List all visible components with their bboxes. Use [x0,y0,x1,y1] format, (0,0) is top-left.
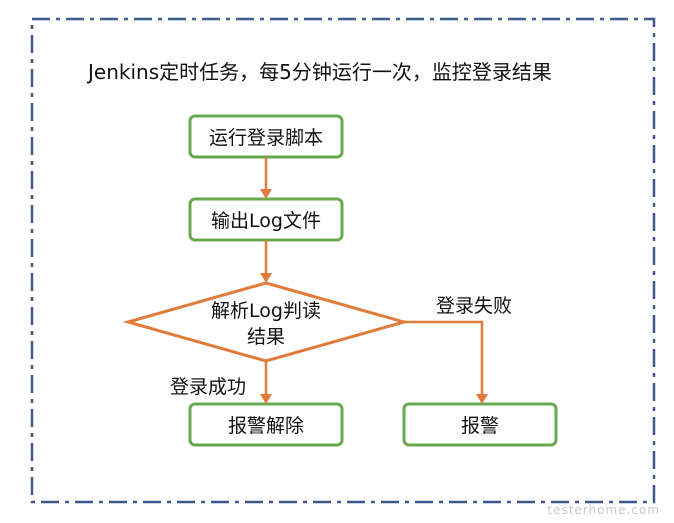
output-log-label: 输出Log文件 [211,210,321,232]
edge-label-success: 登录成功 [170,376,247,398]
alarm-label: 报警 [460,415,499,437]
edge-label-fail: 登录失败 [436,295,513,317]
arrow-parse-to-clear [260,361,272,404]
run-script-label: 运行登录脚本 [208,127,323,149]
clear-alarm-label: 报警解除 [227,415,304,437]
arrow-run-to-output [260,157,272,199]
outer-frame [30,17,656,504]
parse-log-label-line1: 解析Log判读 [211,299,321,322]
arrow-output-to-parse [260,240,272,283]
parse-log-label-line2: 结果 [246,325,285,348]
arrow-parse-to-alarm [404,320,488,404]
alarm-box [402,402,558,447]
diagram-title: Jenkins定时任务，每5分钟运行一次，监控登录结果 [88,60,552,84]
watermark: testerhome.com [547,503,660,517]
